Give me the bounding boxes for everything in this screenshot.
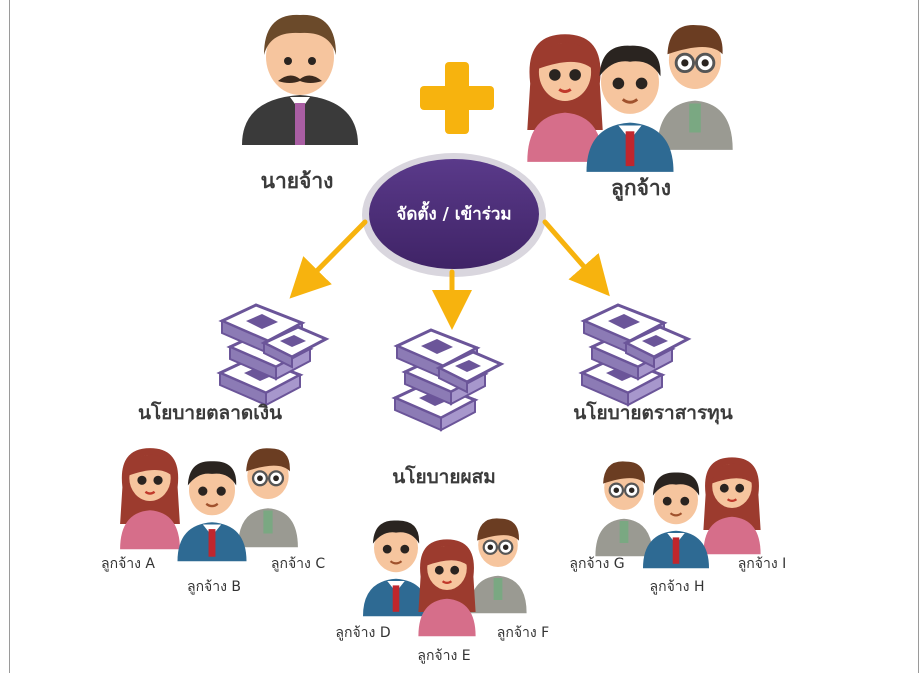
employer-illustration bbox=[242, 14, 358, 145]
policy-equity-label: นโยบายตราสารทุน bbox=[573, 402, 733, 424]
plus-icon bbox=[420, 62, 494, 134]
employees-ghi-illustration bbox=[594, 456, 762, 570]
employee-c-label: ลูกจ้าง C bbox=[270, 556, 326, 572]
arrows bbox=[289, 219, 610, 330]
policy-money-market-label: นโยบายตลาดเงิน bbox=[138, 402, 282, 424]
center-ellipse bbox=[362, 153, 546, 277]
employee-a-label: ลูกจ้าง A bbox=[101, 556, 155, 572]
center-label: จัดตั้ง / เข้าร่วม bbox=[396, 204, 512, 225]
employee-d-label: ลูกจ้าง D bbox=[335, 625, 391, 641]
money-stack-icon-center bbox=[393, 328, 503, 432]
employees-group-illustration bbox=[525, 23, 735, 174]
policy-mixed-label: นโยบายผสม bbox=[392, 466, 496, 488]
employees-abc-illustration bbox=[118, 446, 300, 563]
money-stack-icon-right bbox=[580, 303, 690, 407]
employer-label: นายจ้าง bbox=[260, 169, 334, 193]
employee-i-label: ลูกจ้าง I bbox=[737, 556, 787, 572]
employees-label: ลูกจ้าง bbox=[611, 176, 671, 200]
employee-g-label: ลูกจ้าง G bbox=[569, 556, 625, 572]
frame-left-border bbox=[9, 0, 10, 673]
employees-def-illustration bbox=[361, 517, 528, 638]
arrow-right bbox=[542, 219, 610, 297]
employee-h-label: ลูกจ้าง H bbox=[649, 579, 705, 595]
employee-e-label: ลูกจ้าง E bbox=[417, 648, 471, 664]
employee-b-label: ลูกจ้าง B bbox=[186, 579, 242, 595]
frame-right-border bbox=[918, 0, 919, 673]
money-stack-icon-left bbox=[218, 303, 328, 407]
arrow-left bbox=[289, 219, 368, 299]
employee-f-label: ลูกจ้าง F bbox=[496, 625, 550, 641]
